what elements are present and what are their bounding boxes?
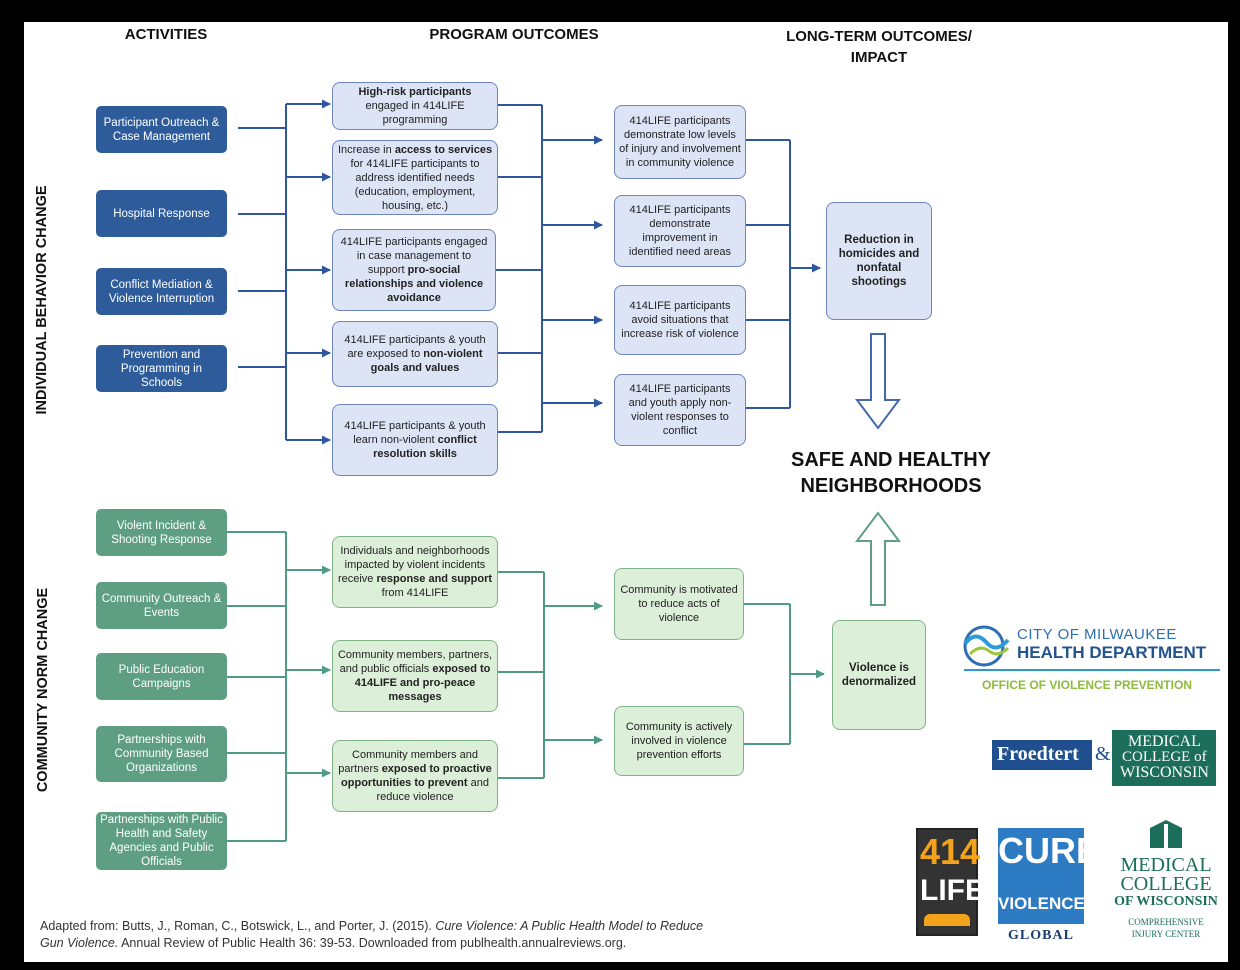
header-long-term-line1: LONG-TERM OUTCOMES/ <box>786 28 972 45</box>
longterm-reduction-homicides: Reduction in homicides and nonfatal shoo… <box>826 202 932 320</box>
header-long-term-line2: IMPACT <box>850 49 908 66</box>
outcome-text-bold: response and support <box>376 573 493 585</box>
milwaukee-wave-icon <box>963 625 1010 667</box>
milwaukee-line3: OFFICE OF VIOLENCE PREVENTION <box>982 678 1193 692</box>
activity-conflict-mediation: Conflict Mediation & Violence Interrupti… <box>96 268 227 315</box>
header-long-term-outcomes: LONG-TERM OUTCOMES/ IMPACT <box>764 26 994 68</box>
header-program-outcomes: PROGRAM OUTCOMES <box>429 26 599 43</box>
outcome-high-risk-engaged: High-risk participants engaged in 414LIF… <box>332 82 498 130</box>
down-arrow-to-impact <box>855 333 901 430</box>
milwaukee-line2: HEALTH DEPARTMENT <box>1017 643 1207 662</box>
citation-line1: Adapted from: Butts, J., Roman, C., Bots… <box>40 918 860 935</box>
community-connectors <box>227 531 825 842</box>
mcw-small-line1: MEDICAL <box>1128 733 1201 750</box>
activity-partnerships-cbo: Partnerships with Community Based Organi… <box>96 726 227 782</box>
outcome-text: and reduce violence <box>376 777 489 803</box>
mcw-crest-icon <box>1150 820 1182 850</box>
mcw-small-line2: COLLEGE of <box>1122 749 1207 765</box>
citation-line2: Gun Violence. Annual Review of Public He… <box>40 935 860 952</box>
activity-community-outreach-events: Community Outreach & Events <box>96 582 227 629</box>
longterm-violence-denormalized: Violence is denormalized <box>832 620 926 730</box>
outcome-text: engaged in 414LIFE programming <box>365 100 465 126</box>
side-label-individual: INDIVIDUAL BEHAVIOR CHANGE <box>34 185 50 415</box>
citation: Adapted from: Butts, J., Roman, C., Bots… <box>40 918 860 952</box>
froedtert-box: Froedtert <box>992 740 1092 770</box>
outcome-text: Individuals and neighborhoods impacted b… <box>337 545 490 585</box>
individual-connectors <box>238 99 821 445</box>
mcw-injury-center-logo: MEDICAL COLLEGE OF WISCONSIN COMPREHENSI… <box>1108 818 1224 948</box>
outcome-text: for 414LIFE participants to address iden… <box>350 157 480 212</box>
mcw-line5: INJURY CENTER <box>1131 929 1201 939</box>
froedtert-text: Froedtert <box>997 743 1079 765</box>
citation-source: Annual Review of Public Health 36: 39-53… <box>118 936 627 950</box>
cure-violence-box <box>998 828 1084 924</box>
impact-line1: SAFE AND HEALTHY <box>791 449 991 471</box>
outcome-text: from 414LIFE <box>381 587 449 599</box>
outcome-text-bold: exposed to proactive opportunities to pr… <box>341 763 492 789</box>
activity-hospital-response: Hospital Response <box>96 190 227 237</box>
activity-prevention-schools: Prevention and Programming in Schools <box>96 345 227 392</box>
outcome-text-bold: exposed to 414LIFE and pro-peace message… <box>354 663 491 703</box>
mcw-line3: OF WISCONSIN <box>1114 894 1218 909</box>
outcome-conflict-resolution: 414LIFE participants & youth learn non-v… <box>332 404 498 476</box>
mcw-line1: MEDICAL <box>1120 854 1212 876</box>
outcome-pro-peace-messages: Community members, partners, and public … <box>332 640 498 712</box>
outcome-text: Increase in <box>337 143 395 156</box>
intermediate-avoid-risk: 414LIFE participants avoid situations th… <box>614 285 746 355</box>
froedtert-ampersand: & <box>1095 743 1111 765</box>
activity-partnerships-public-agencies: Partnerships with Public Health and Safe… <box>96 812 227 870</box>
outcome-response-and-support: Individuals and neighborhoods impacted b… <box>332 536 498 608</box>
intermediate-non-violent-responses: 414LIFE participants and youth apply non… <box>614 374 746 446</box>
citation-text: Adapted from: Butts, J., Roman, C., Bots… <box>40 919 436 933</box>
cure-mid: VIOLENCE <box>998 894 1085 913</box>
milwaukee-health-logo: CITY OF MILWAUKEE HEALTH DEPARTMENT OFFI… <box>962 616 1224 706</box>
outcome-text-bold: non-violent goals and values <box>370 348 483 374</box>
impact-safe-healthy-neighborhoods: SAFE AND HEALTHY NEIGHBORHOODS <box>766 447 1016 499</box>
activity-outreach-case-management: Participant Outreach & Case Management <box>96 106 227 153</box>
milwaukee-divider <box>964 669 1220 671</box>
outcome-text: Community members, partners, and public … <box>337 649 493 675</box>
citation-title-cont: Gun Violence. <box>40 936 119 950</box>
impact-line2: NEIGHBORHOODS <box>800 475 982 497</box>
milwaukee-line1: CITY OF MILWAUKEE <box>1017 626 1177 643</box>
up-arrow-to-impact <box>855 511 901 606</box>
outcome-text: 414LIFE participants & youth are exposed… <box>344 334 486 360</box>
froedtert-mcw-logo: Froedtert & MEDICAL COLLEGE of WISCONSIN <box>992 730 1216 786</box>
life-414-bridge-icon <box>924 914 970 926</box>
activity-violent-incident-response: Violent Incident & Shooting Response <box>96 509 227 556</box>
cure-violence-logo: CURE VIOLENCE GLOBAL <box>998 828 1101 946</box>
intermediate-community-motivated: Community is motivated to reduce acts of… <box>614 568 744 640</box>
life-414-logo: 414 LIFE <box>916 828 985 936</box>
outcome-pro-social-relationships: 414LIFE participants engaged in case man… <box>332 229 496 311</box>
intermediate-improvement-needs: 414LIFE participants demonstrate improve… <box>614 195 746 267</box>
outcome-non-violent-goals: 414LIFE participants & youth are exposed… <box>332 321 498 387</box>
outcome-text: 414LIFE participants engaged in case man… <box>340 236 488 276</box>
mcw-line4: COMPREHENSIVE <box>1128 917 1204 927</box>
cure-top: CURE <box>998 830 1101 871</box>
mcw-line2: COLLEGE <box>1120 873 1212 895</box>
mcw-small-box: MEDICAL COLLEGE of WISCONSIN <box>1112 730 1216 786</box>
logic-model-canvas: ACTIVITIES PROGRAM OUTCOMES LONG-TERM OU… <box>24 22 1228 962</box>
mcw-small-line3: WISCONSIN <box>1120 764 1209 781</box>
outcome-access-to-services: Increase in access to services for 414LI… <box>332 140 498 215</box>
cure-bottom: GLOBAL <box>1008 928 1074 943</box>
header-activities: ACTIVITIES <box>124 26 208 43</box>
outcome-text: 414LIFE participants & youth learn non-v… <box>344 420 486 446</box>
outcome-proactive-opportunities: Community members and partners exposed t… <box>332 740 498 812</box>
intermediate-low-injury: 414LIFE participants demonstrate low lev… <box>614 105 746 179</box>
citation-title: Cure Violence: A Public Health Model to … <box>435 919 704 933</box>
outcome-text-bold: pro-social relationships and violence av… <box>344 264 484 304</box>
intermediate-community-involved: Community is actively involved in violen… <box>614 706 744 776</box>
outcome-text-bold: access to services <box>394 143 493 156</box>
outcome-text-bold: conflict resolution skills <box>373 434 477 460</box>
life-414-bottom: LIFE <box>920 874 985 907</box>
outcome-text: Community members and partners <box>338 749 478 775</box>
life-414-top: 414 <box>920 831 981 872</box>
connector-lines <box>227 99 901 842</box>
outcome-text-bold: High-risk participants <box>358 86 472 98</box>
side-label-community: COMMUNITY NORM CHANGE <box>35 587 51 793</box>
activity-public-education: Public Education Campaigns <box>96 653 227 700</box>
